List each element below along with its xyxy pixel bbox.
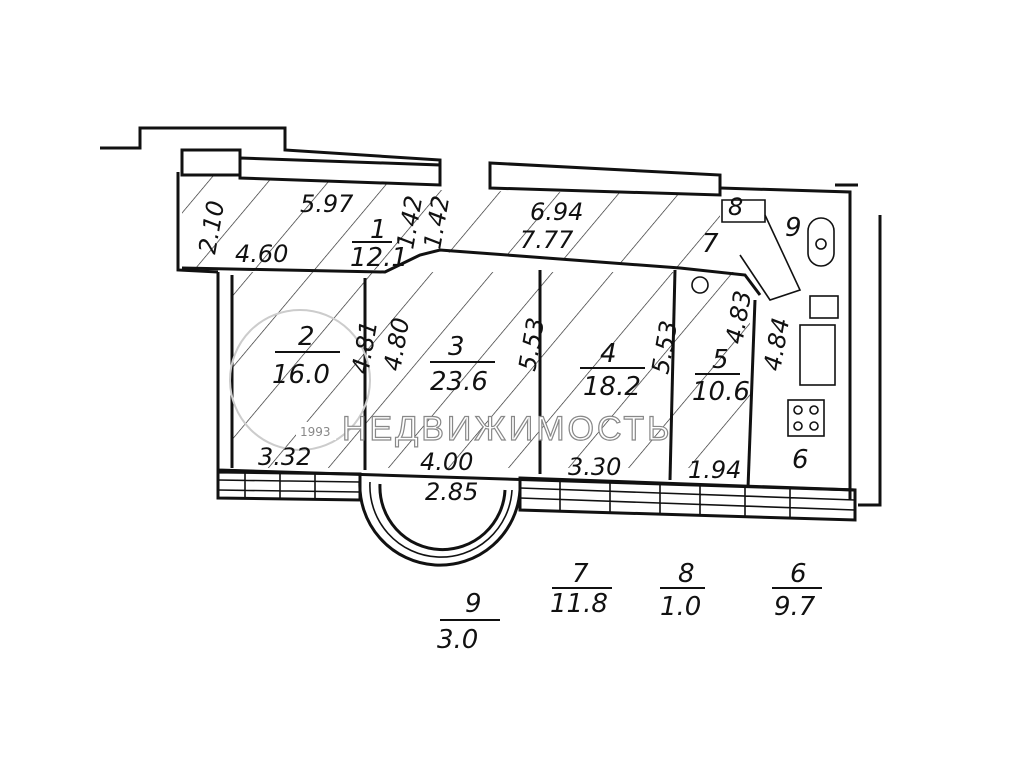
legend-number: 9 [465, 589, 482, 619]
dim-label: 4.00 [420, 448, 473, 476]
room-5-number: 5 [712, 345, 729, 375]
room-9-number: 9 [785, 213, 802, 243]
walls [100, 126, 882, 507]
windows [216, 470, 857, 567]
room-4-number: 4 [600, 339, 617, 369]
room-6-number: 6 [792, 445, 809, 475]
legend-number: 8 [678, 559, 695, 589]
dim-label: 6.94 [530, 198, 583, 226]
dim-label: 3.30 [568, 453, 621, 481]
dim-label: 7.77 [520, 226, 574, 254]
room-3-area: 23.6 [430, 367, 488, 397]
counter-icon [799, 324, 836, 386]
watermark-text: НЕДВИЖИМОСТЬ [342, 410, 672, 448]
watermark-year: 1993 [300, 425, 331, 439]
room-1-number: 1 [370, 215, 387, 245]
legend-area: 1.0 [660, 592, 701, 622]
room-4-area: 18.2 [583, 372, 641, 402]
stove-icon [787, 399, 825, 437]
legend-number: 7 [572, 559, 589, 589]
room-5-area: 10.6 [692, 377, 750, 407]
dim-label: 1.94 [688, 456, 741, 484]
dim-label: 3.32 [258, 443, 311, 471]
room-3-number: 3 [448, 332, 465, 362]
room-2-area: 16.0 [272, 360, 330, 390]
watermark: 1993 НЕДВИЖИМОСТЬ [229, 309, 672, 451]
room-labels: 1 12.1 2 16.0 3 23.6 4 18.2 5 10.6 6 7 8… [272, 193, 809, 475]
dim-label: 4.60 [235, 240, 288, 268]
room-2-number: 2 [298, 322, 315, 352]
room-8-number: 8 [728, 193, 743, 221]
column-icon [691, 276, 709, 294]
toilet-icon [807, 217, 835, 267]
dim-label: 4.84 [758, 316, 795, 373]
dim-label: 2.85 [425, 478, 478, 506]
room-7-number: 7 [702, 229, 719, 259]
legend-area: 11.8 [550, 589, 608, 619]
dim-label: 5.97 [300, 190, 354, 218]
area-legend: 9 3.0 7 11.8 8 1.0 6 9.7 [437, 559, 822, 655]
room-1-area: 12.1 [350, 243, 408, 273]
sink-icon [809, 295, 839, 319]
dimension-labels: 2.10 5.97 1.42 1.42 4.60 6.94 7.77 4.81 … [193, 190, 795, 506]
legend-number: 6 [790, 559, 807, 589]
legend-area: 3.0 [437, 625, 478, 655]
legend-area: 9.7 [774, 592, 816, 622]
